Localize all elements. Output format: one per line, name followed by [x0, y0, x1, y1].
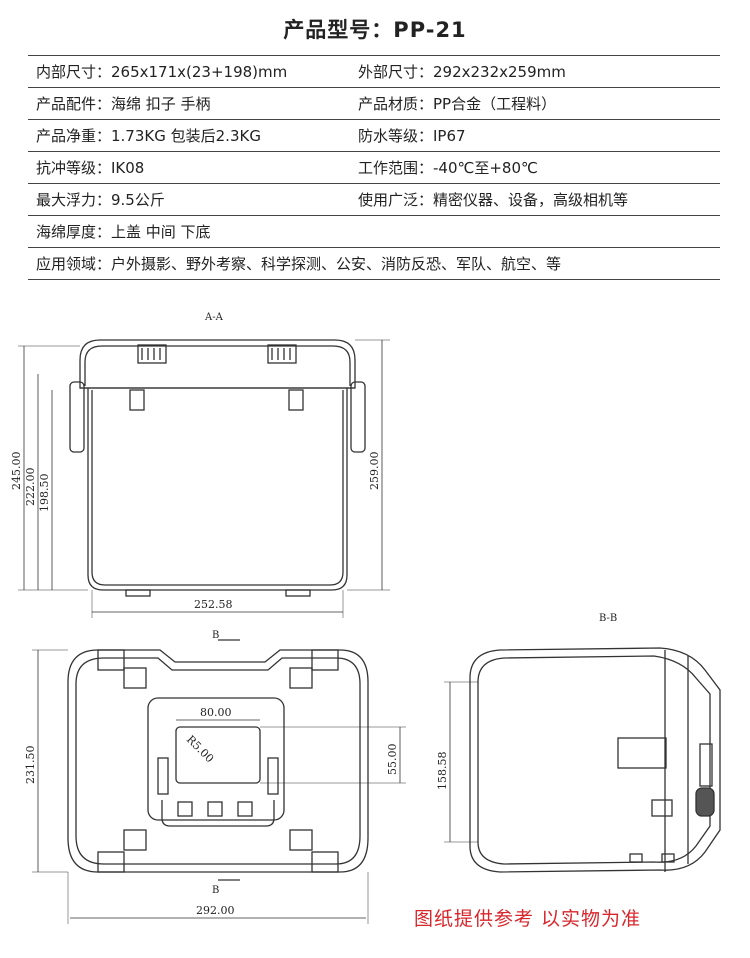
impact-rating: 抗冲等级：IK08 — [36, 159, 145, 177]
material: 产品材质：PP合金（工程料） — [358, 95, 557, 113]
outer-size: 外部尺寸：292x232x259mm — [358, 63, 566, 81]
dim-height-222: 222.00 — [24, 468, 37, 507]
dim-width-292: 292.00 — [196, 904, 235, 917]
dim-height-259: 259.00 — [368, 452, 381, 491]
section-marker-top: B — [212, 630, 219, 641]
dim-height-231: 231.50 — [24, 746, 37, 785]
spec-row: 海绵厚度：上盖 中间 下底 — [28, 216, 720, 248]
max-buoyancy: 最大浮力：9.5公斤 — [36, 191, 165, 209]
inner-size: 内部尺寸：265x171x(23+198)mm — [36, 63, 288, 81]
spec-row: 产品净重：1.73KG 包装后2.3KG 防水等级：IP67 — [28, 120, 720, 152]
spec-row: 抗冲等级：IK08 工作范围：-40℃至+80℃ — [28, 152, 720, 184]
foam-thickness: 海绵厚度：上盖 中间 下底 — [36, 223, 211, 241]
usage: 使用广泛：精密仪器、设备，高级相机等 — [358, 191, 629, 209]
spec-row: 应用领域：户外摄影、野外考察、科学探测、公安、消防反恐、军队、航空、等 — [28, 248, 720, 280]
product-model-title: 产品型号：PP-21 — [283, 18, 467, 42]
dim-width-252: 252.58 — [194, 598, 233, 611]
section-bb-label: B-B — [599, 613, 617, 624]
temperature-range: 工作范围：-40℃至+80℃ — [358, 159, 538, 177]
dim-height-198: 198.50 — [38, 474, 51, 513]
reference-note: 图纸提供参考 以实物为准 — [414, 908, 642, 930]
dim-radius-5: R5.00 — [184, 733, 216, 765]
front-view-aa — [18, 339, 390, 618]
technical-drawing: A-A B-B B B 245.00 222.00 198.50 259.00 … — [10, 312, 721, 924]
dim-height-55: 55.00 — [386, 744, 399, 776]
dim-height-245: 245.00 — [10, 452, 23, 491]
side-view-bb — [444, 647, 721, 873]
application-fields: 应用领域：户外摄影、野外考察、科学探测、公安、消防反恐、军队、航空、等 — [36, 255, 562, 273]
dim-width-80: 80.00 — [200, 706, 232, 719]
section-marker-bottom: B — [212, 885, 219, 896]
spec-row: 内部尺寸：265x171x(23+198)mm 外部尺寸：292x232x259… — [28, 55, 720, 88]
accessories: 产品配件：海绵 扣子 手柄 — [36, 95, 211, 113]
waterproof-rating: 防水等级：IP67 — [358, 127, 466, 145]
net-weight: 产品净重：1.73KG 包装后2.3KG — [36, 127, 261, 145]
spec-table: 内部尺寸：265x171x(23+198)mm 外部尺寸：292x232x259… — [28, 55, 720, 280]
top-view — [32, 639, 406, 924]
spec-row: 最大浮力：9.5公斤 使用广泛：精密仪器、设备，高级相机等 — [28, 184, 720, 216]
dim-height-158: 158.58 — [436, 752, 449, 791]
spec-row: 产品配件：海绵 扣子 手柄 产品材质：PP合金（工程料） — [28, 88, 720, 120]
section-aa-label: A-A — [204, 312, 224, 323]
